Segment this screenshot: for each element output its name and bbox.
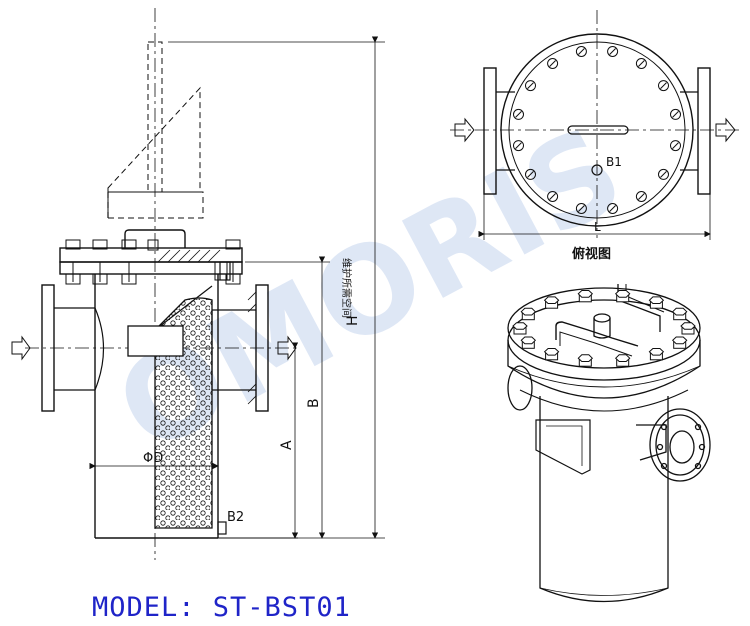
bolt-slot <box>609 205 616 212</box>
bolt-slot <box>672 142 679 149</box>
bolt-slot <box>578 48 585 55</box>
bolt-nut <box>520 336 537 349</box>
bolt-slot <box>638 60 645 67</box>
bolt-slot <box>638 193 645 200</box>
bolt-slot <box>549 193 556 200</box>
bolt-hole <box>513 140 524 152</box>
dim-label-h: H <box>345 315 361 326</box>
bolt-hole <box>607 46 619 57</box>
dim-label-b: B <box>306 398 322 408</box>
cover-bolt-ring <box>513 46 681 214</box>
cover-bolts-3d <box>512 290 696 367</box>
dim-label-a: A <box>279 440 295 450</box>
maintenance-space-note: 维护所需空间 <box>340 258 353 318</box>
bolt-hole <box>575 46 587 57</box>
bolt-slot <box>578 205 585 212</box>
top-view <box>450 10 742 240</box>
bolt-slot <box>660 171 667 178</box>
bolt-slot <box>609 48 616 55</box>
bolt-nut <box>614 290 631 303</box>
bolt-hole <box>635 191 647 202</box>
bolt-nut <box>671 307 688 321</box>
bolt-hole <box>575 203 587 214</box>
front-view <box>11 8 385 560</box>
bolt-slot <box>515 142 522 149</box>
bolt-hole <box>635 58 647 69</box>
bolt-nut <box>648 348 665 361</box>
bolt-nut <box>648 296 665 309</box>
top-view-caption: 俯视图 <box>572 246 611 262</box>
bolt-hole <box>525 168 536 180</box>
bolt-slot <box>549 60 556 67</box>
bolt-slot <box>527 82 534 89</box>
dim-label-l: L <box>594 220 601 234</box>
bolt-hole <box>607 203 619 214</box>
bolt-slot <box>527 171 534 178</box>
bolt-nut <box>512 322 528 335</box>
bolt-nut <box>543 348 560 361</box>
bolt-nut <box>577 290 594 303</box>
bolt-slot <box>672 111 679 118</box>
bolt-nut <box>520 307 537 321</box>
bolt-hole <box>547 58 559 69</box>
bolt-hole <box>525 80 536 92</box>
bolt-hole <box>670 108 681 120</box>
bolt-slot <box>515 111 522 118</box>
isometric-view <box>507 284 711 603</box>
bolt-nut <box>577 354 594 367</box>
bolt-nut <box>614 354 631 367</box>
bolt-nut <box>671 336 688 349</box>
bolt-nut <box>680 322 696 335</box>
bolt-hole <box>658 168 669 180</box>
dim-label-d: ΦD <box>143 451 163 466</box>
model-caption: MODEL: ST-BST01 <box>92 592 351 623</box>
bolt-hole <box>670 140 681 152</box>
bolt-hole <box>513 108 524 120</box>
drain-label-b2: B2 <box>227 510 244 525</box>
bolt-hole <box>547 191 559 202</box>
bolt-hole <box>658 80 669 92</box>
vent-label-b1: B1 <box>606 155 622 169</box>
bolt-nut <box>543 296 560 309</box>
bolt-slot <box>660 82 667 89</box>
